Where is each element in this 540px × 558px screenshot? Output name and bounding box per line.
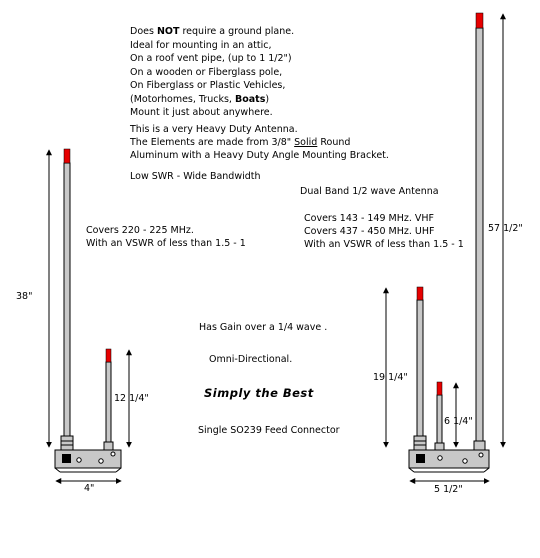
intro-line-2: Ideal for mounting in an attic,	[130, 39, 272, 51]
right-short-height-label: 6 1/4"	[444, 416, 473, 427]
right-covers-uhf: Covers 437 - 450 MHz. UHF	[304, 226, 435, 237]
description-line-3: Aluminum with a Heavy Duty Angle Mountin…	[130, 150, 389, 161]
right-mid-element	[416, 299, 424, 437]
dual-band-title: Dual Band 1/2 wave Antenna	[300, 186, 439, 197]
left-connector-2	[103, 441, 114, 451]
right-mid-height-label: 19 1/4"	[373, 372, 408, 383]
left-tall-element	[63, 162, 71, 437]
left-vswr: With an VSWR of less than 1.5 - 1	[86, 238, 246, 249]
right-short-element	[436, 394, 443, 444]
right-base-bracket	[408, 449, 490, 473]
right-tall-height-label: 57 1/2"	[488, 223, 523, 234]
right-tall-element	[475, 27, 484, 442]
left-tall-tip	[63, 148, 71, 164]
left-antenna: 38" 12 1/4" 4"	[16, 148, 149, 494]
left-width-label: 4"	[84, 483, 94, 494]
right-vswr: With an VSWR of less than 1.5 - 1	[304, 239, 464, 250]
left-tall-height-label: 38"	[16, 291, 32, 302]
intro-line-5: On Fiberglass or Plastic Vehicles,	[130, 80, 286, 91]
right-connector-3	[473, 440, 486, 451]
left-connector-1	[60, 435, 74, 451]
right-mid-tip	[416, 286, 424, 301]
right-short-tip	[436, 381, 443, 396]
omni-text: Omni-Directional.	[209, 354, 293, 365]
left-short-tip	[105, 348, 112, 363]
intro-line-1: Does NOT require a ground plane.	[130, 26, 295, 37]
gain-text: Has Gain over a 1/4 wave .	[199, 322, 328, 333]
connector-text: Single SO239 Feed Connector	[198, 425, 340, 436]
intro-line-7: Mount it just about anywhere.	[130, 107, 273, 118]
left-short-element	[105, 361, 112, 443]
description-line-1: This is a very Heavy Duty Antenna.	[130, 124, 298, 135]
right-tall-tip	[475, 12, 484, 29]
intro-line-6: (Motorhomes, Trucks, Boats)	[130, 93, 270, 105]
low-swr-text: Low SWR - Wide Bandwidth	[130, 171, 261, 182]
right-connector-2	[434, 442, 445, 451]
right-width-label: 5 1/2"	[434, 484, 463, 495]
description-line-2: The Elements are made from 3/8" Solid Ro…	[130, 137, 351, 148]
left-covers: Covers 220 - 225 MHz.	[86, 225, 194, 236]
simply-the-best: Simply the Best	[204, 386, 314, 400]
left-short-height-label: 12 1/4"	[114, 393, 149, 404]
left-base-bracket	[54, 449, 122, 473]
intro-text: Does NOT require a ground plane. Ideal f…	[130, 26, 294, 121]
intro-line-4: On a wooden or Fiberglass pole,	[130, 66, 283, 78]
intro-line-3: On a roof vent pipe, (up to 1 1/2")	[130, 53, 292, 64]
right-covers-vhf: Covers 143 - 149 MHz. VHF	[304, 213, 435, 224]
right-connector-1	[413, 435, 427, 451]
right-antenna: 57 1/2" 19 1/4" 6 1/4" 5 1/2"	[373, 12, 523, 495]
